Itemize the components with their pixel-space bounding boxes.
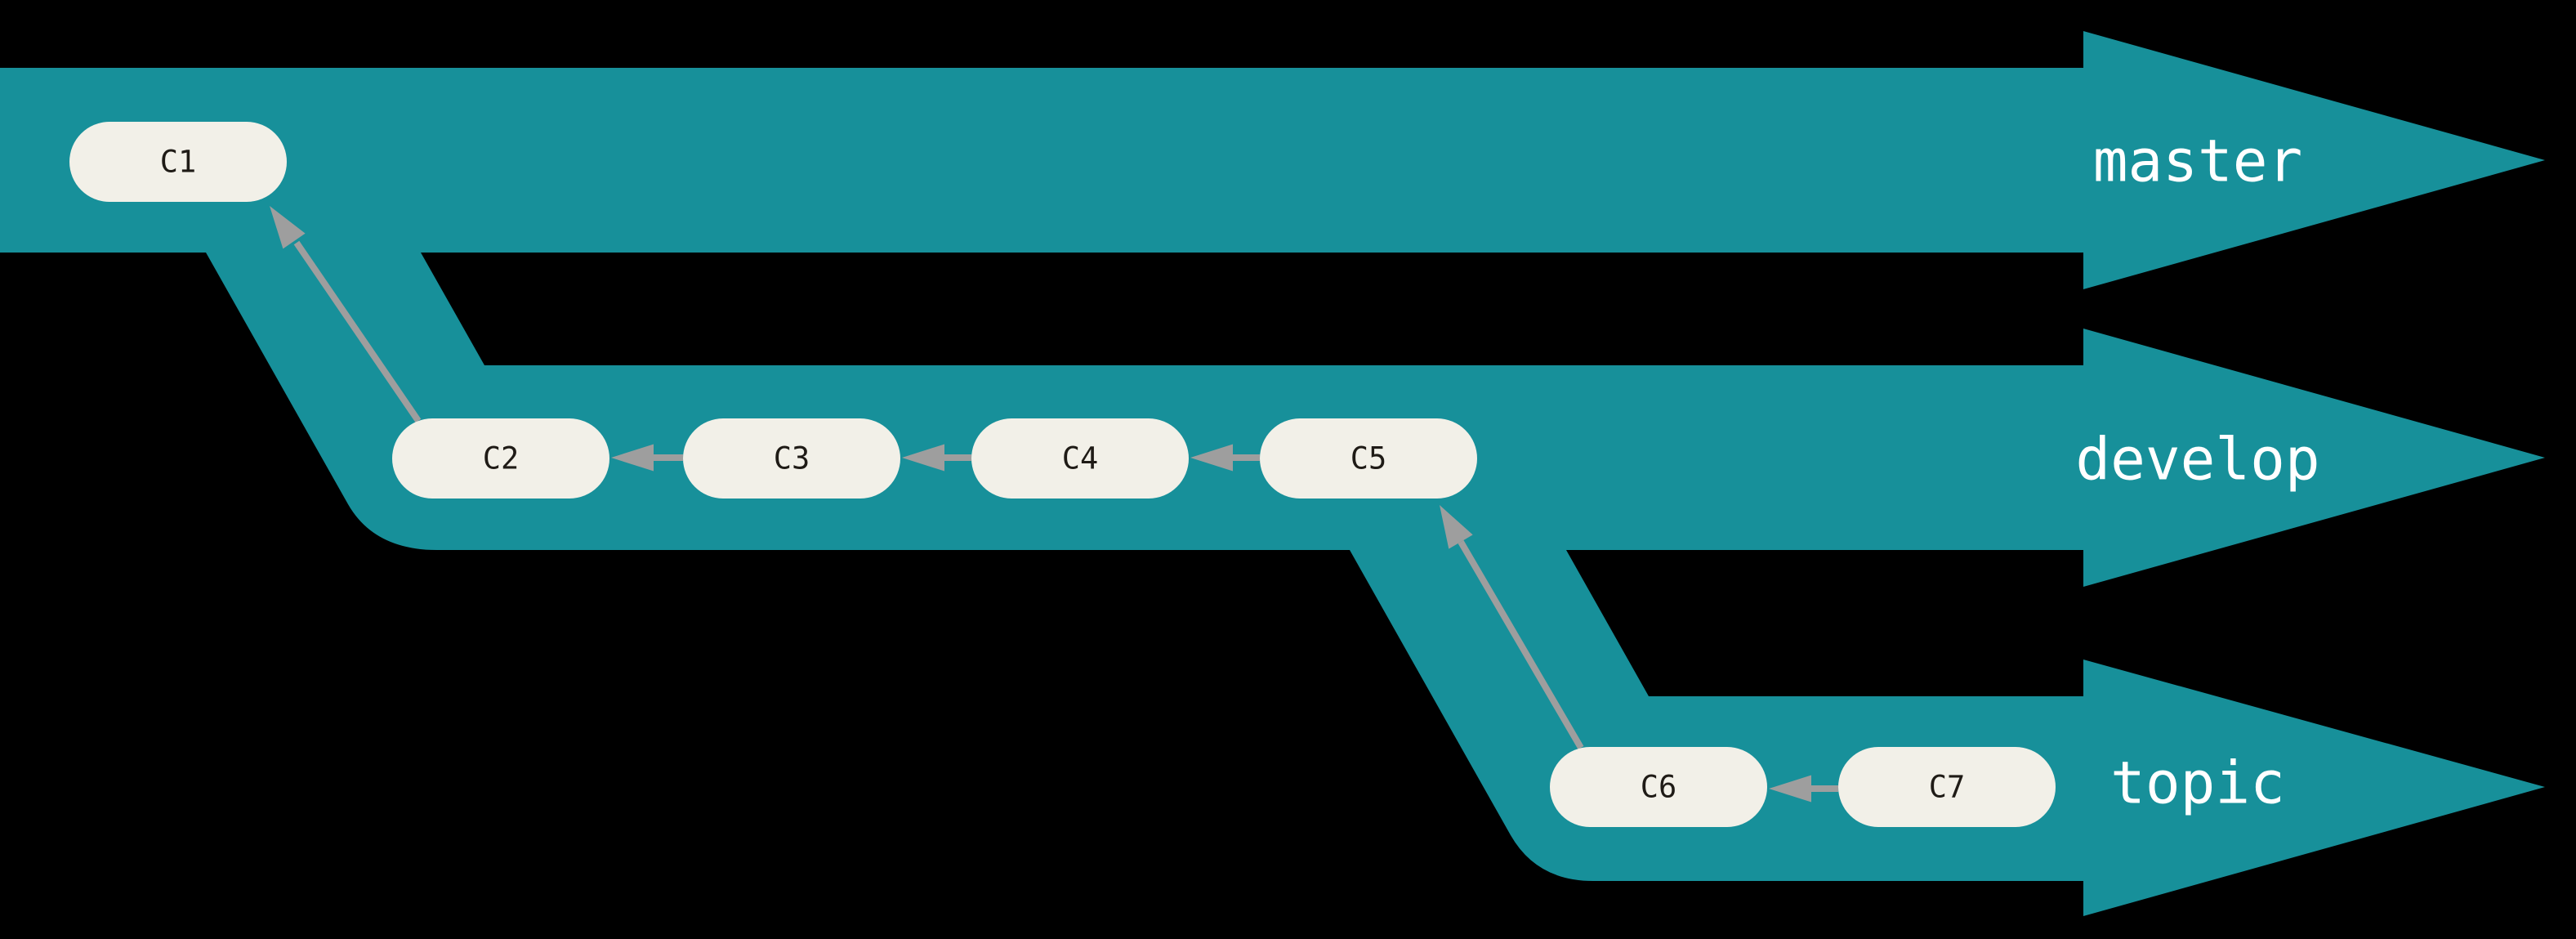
commit-label-C1: C1 [160, 145, 197, 180]
edge-C5-C4-arrowhead-icon [1190, 444, 1233, 472]
edge-C6-C5-shaft [1458, 539, 1584, 750]
commit-pill-C7 [1838, 747, 2056, 827]
commit-node-C6: C6 [1550, 747, 1767, 827]
commit-label-C6: C6 [1641, 770, 1677, 805]
commit-pill-C3 [683, 418, 900, 499]
edge-C6-C5-arrowhead-icon [1440, 505, 1473, 549]
commit-edges [270, 206, 1838, 803]
edge-C7-C6-arrowhead-icon [1769, 775, 1811, 803]
branch-band-master [0, 31, 2545, 289]
edge-C4-C3-arrowhead-icon [902, 444, 944, 472]
commit-node-C4: C4 [971, 418, 1189, 499]
edge-C6-C5 [1440, 505, 1584, 750]
commit-pill-C5 [1260, 418, 1477, 499]
branch-band-topic [1350, 550, 2545, 916]
commit-label-C3: C3 [774, 441, 810, 476]
commit-nodes: C1 C2 C3 C4 C5 C6 [69, 122, 2056, 827]
branch-label-master: master [2093, 127, 2302, 195]
edge-C3-C2 [611, 444, 683, 472]
commit-pill-C1 [69, 122, 287, 202]
edge-C7-C6 [1769, 775, 1838, 803]
edge-C5-C4 [1190, 444, 1260, 472]
commit-node-C7: C7 [1838, 747, 2056, 827]
commit-label-C4: C4 [1062, 441, 1099, 476]
commit-pill-C6 [1550, 747, 1767, 827]
edge-C2-C1-arrowhead-icon [270, 206, 306, 249]
commit-node-C2: C2 [392, 418, 609, 499]
commit-pill-C4 [971, 418, 1189, 499]
commit-label-C5: C5 [1351, 441, 1387, 476]
edge-C3-C2-arrowhead-icon [611, 444, 654, 472]
commit-label-C7: C7 [1929, 770, 1966, 805]
edge-C4-C3 [902, 444, 971, 472]
branch-label-topic: topic [2110, 749, 2285, 817]
commit-node-C5: C5 [1260, 418, 1477, 499]
commit-pill-C2 [392, 418, 609, 499]
branch-label-develop: develop [2075, 426, 2319, 494]
edge-C2-C1 [270, 206, 422, 423]
commit-node-C3: C3 [683, 418, 900, 499]
edge-C2-C1-shaft [293, 240, 422, 423]
commit-label-C2: C2 [483, 441, 520, 476]
commit-node-C1: C1 [69, 122, 287, 202]
